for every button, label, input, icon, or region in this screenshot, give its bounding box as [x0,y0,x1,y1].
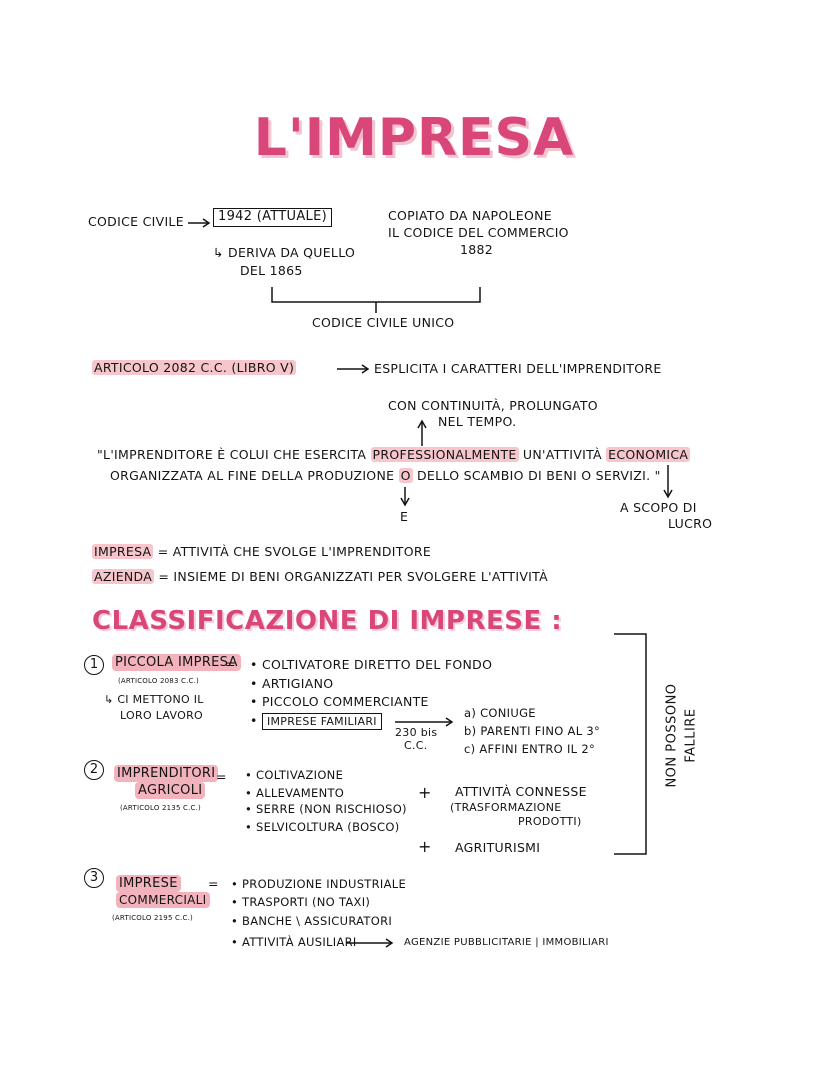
definizione-quote-line-1: "L'IMPRENDITORE È COLUI CHE ESERCITA PRO… [97,447,691,462]
art-230-line-2: C.C. [404,739,428,752]
copiato-line-2: IL CODICE DEL COMMERCIO [388,225,569,240]
commerciali-ref: (ARTICOLO 2195 C.C.) [112,914,193,922]
agricoli-title-1-text: IMPRENDITORI [114,765,219,782]
esplicita-label: ESPLICITA I CARATTERI DELL'IMPRENDITORE [374,361,662,376]
deriva-note: ↳ DERIVA DA QUELLO [213,245,356,260]
articolo-ref: ARTICOLO 2082 C.C. (LIBRO V) [92,360,297,375]
copiato-line-1: COPIATO DA NAPOLEONE [388,208,552,223]
piccola-item: • PICCOLO COMMERCIANTE [250,694,429,709]
definizione-quote-line-2: ORGANIZZATA AL FINE DELLA PRODUZIONE O D… [110,468,661,483]
piccola-item-familiari: • IMPRESE FAMILIARI [250,713,382,730]
quote-text: UN'ATTIVITÀ [518,447,607,462]
copiato-line-3: 1882 [460,242,494,257]
classificazione-heading: CLASSIFICAZIONE DI IMPRESE : [92,606,563,636]
piccola-eq: = [225,656,236,671]
codice-unico-label: CODICE CIVILE UNICO [312,315,455,330]
plus-sign: + [418,837,432,856]
familiari-item: c) AFFINI ENTRO IL 2° [464,742,596,756]
commerciali-item: • PRODUZIONE INDUSTRIALE [231,877,407,891]
connesse-line-1: ATTIVITÀ CONNESSE [455,784,587,799]
plus-sign: + [418,783,432,802]
bracket [271,287,481,303]
piccola-impresa-title: PICCOLA IMPRESA [112,654,241,671]
commerciali-item: • ATTIVITÀ AUSILIARI [231,935,357,949]
arrow-head [417,419,427,429]
impresa-term: IMPRESA [92,544,154,559]
commerciali-title-1: IMPRESE [116,875,181,892]
imprese-familiari-box: IMPRESE FAMILIARI [261,713,382,730]
page-title: L'IMPRESA [253,108,575,168]
codice-civile-label: CODICE CIVILE [88,214,184,229]
arrow-head [385,938,394,948]
agricoli-title-2-text: AGRICOLI [135,782,206,799]
definizione-impresa: IMPRESA = ATTIVITÀ CHE SVOLGE L'IMPRENDI… [92,544,432,559]
scopo-line-2: LUCRO [668,516,713,531]
impresa-def: = ATTIVITÀ CHE SVOLGE L'IMPRENDITORE [153,544,432,559]
number-badge-1: 1 [84,655,104,675]
piccola-ref: (ARTICOLO 2083 C.C.) [118,677,199,685]
number-badge-2: 2 [84,760,104,780]
commerciali-title-2-text: COMMERCIALI [116,892,210,908]
arrow-head [202,218,211,228]
continuita-line-2: NEL TEMPO. [438,414,517,429]
codice-1942-box: 1942 (ATTUALE) [213,208,332,227]
connesse-line-3: PRODOTTI) [518,815,582,828]
definizione-azienda: AZIENDA = INSIEME DI BENI ORGANIZZATI PE… [92,569,548,584]
big-bracket [614,633,647,855]
azienda-def: = INSIEME DI BENI ORGANIZZATI PER SVOLGE… [154,569,548,584]
azienda-term: AZIENDA [92,569,155,584]
agricoli-ref: (ARTICOLO 2135 C.C.) [120,804,201,812]
piccola-item: • COLTIVATORE DIRETTO DEL FONDO [250,657,493,672]
connesse-line-2: (TRASFORMAZIONE [450,801,562,814]
piccola-impresa-text: PICCOLA IMPRESA [112,654,241,671]
familiari-item: b) PARENTI FINO AL 3° [464,724,601,738]
arrow-head [663,489,673,499]
commerciali-title-1-text: IMPRESE [116,875,181,892]
agricoli-eq: = [216,769,227,784]
articolo-ref-text: ARTICOLO 2082 C.C. (LIBRO V) [92,360,297,375]
ausiliari-label: AGENZIE PUBBLICITARIE | IMMOBILIARI [404,937,609,948]
arrow-head [445,717,454,727]
agricoli-item: • COLTIVAZIONE [245,768,344,782]
agricoli-item: • SELVICOLTURA (BOSCO) [245,820,400,834]
bullet: • [250,713,262,728]
fallire-label: FALLIRE [683,708,699,763]
agricoli-item: • SERRE (NON RISCHIOSO) [245,802,407,816]
commerciali-item: • BANCHE \ ASSICURATORI [231,914,393,928]
commerciali-item: • TRASPORTI (NO TAXI) [231,895,371,909]
deriva-year: DEL 1865 [240,263,303,278]
commerciali-eq: = [208,876,219,891]
art-230-line-1: 230 bis [395,726,438,739]
quote-text: ORGANIZZATA AL FINE DELLA PRODUZIONE [110,468,399,483]
arrow-head [361,364,370,374]
commerciali-title-2: COMMERCIALI [116,892,210,908]
quote-economica: ECONOMICA [606,447,691,462]
e-note: E [400,509,409,524]
quote-o: O [398,468,413,483]
agricoli-item: • ALLEVAMENTO [245,786,345,800]
scopo-line-1: A SCOPO DI [620,500,697,515]
quote-text: "L'IMPRENDITORE È COLUI CHE ESERCITA [97,447,371,462]
quote-professionalmente: PROFESSIONALMENTE [370,447,519,462]
piccola-note-2: LORO LAVORO [120,709,203,722]
arrow-head [400,497,410,507]
continuita-line-1: CON CONTINUITÀ, PROLUNGATO [388,398,598,413]
number-badge-3: 3 [84,868,104,888]
familiari-item: a) CONIUGE [464,706,536,720]
agriturismi-label: AGRITURISMI [455,840,541,855]
agricoli-title-2: AGRICOLI [135,782,206,799]
piccola-item: • ARTIGIANO [250,676,334,691]
agricoli-title-1: IMPRENDITORI [114,765,219,782]
non-possono-label: NON POSSONO [664,683,680,788]
piccola-note-1: ↳ CI METTONO IL [104,693,204,706]
quote-text: DELLO SCAMBIO DI BENI O SERVIZI. " [412,468,661,483]
